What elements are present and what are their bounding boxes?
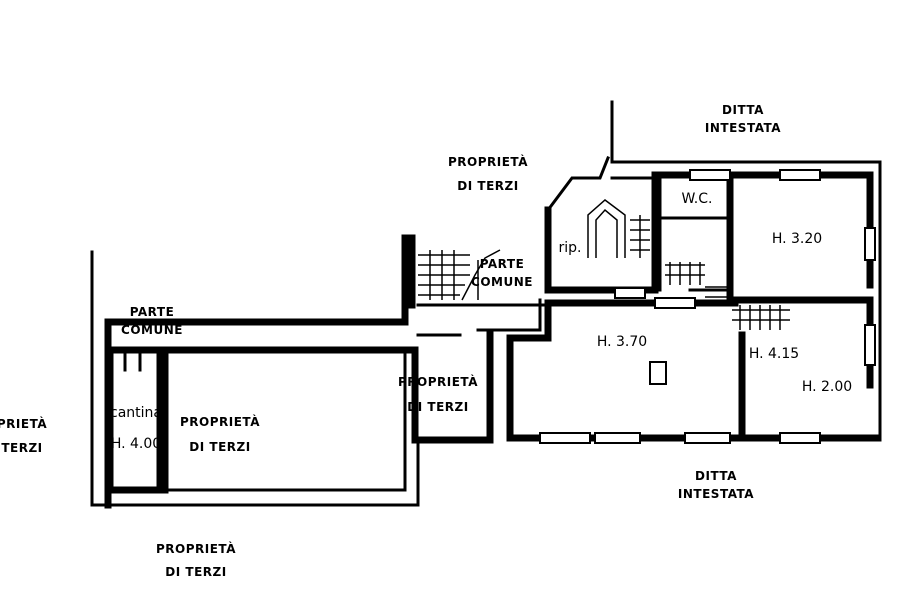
labels: DITTA INTESTATA PROPRIETÀ DI TERZI PARTE… <box>0 103 852 579</box>
label-h415: H. 4.15 <box>749 346 799 362</box>
label-di-terzi-bottom: DI TERZI <box>165 565 226 579</box>
label-proprieta-top: PROPRIETÀ <box>448 154 528 169</box>
label-wc: W.C. <box>682 191 713 207</box>
windows <box>539 169 876 444</box>
central-walls <box>401 234 547 444</box>
label-ditta-top: DITTA <box>722 103 764 117</box>
label-terzi-edge: TERZI <box>1 441 42 455</box>
label-proprieta-center: PROPRIETÀ <box>398 374 478 389</box>
stair-wc <box>630 215 650 258</box>
label-di-terzi-top: DI TERZI <box>457 179 518 193</box>
label-comune-stair: COMUNE <box>471 275 533 289</box>
label-di-terzi-left-room: DI TERZI <box>189 440 250 454</box>
stair-h415 <box>732 305 790 330</box>
stair-rip <box>587 199 626 258</box>
label-rip: rip. <box>559 240 582 256</box>
stair-common <box>418 249 501 301</box>
label-h400: H. 4.00 <box>111 436 161 452</box>
label-proprieta-left-room: PROPRIETÀ <box>180 414 260 429</box>
label-proprieta-edge: PRIETÀ <box>0 416 47 431</box>
label-h370: H. 3.70 <box>597 334 647 350</box>
left-wing-walls <box>90 250 420 509</box>
label-parte-left: PARTE <box>130 305 175 319</box>
label-h320: H. 3.20 <box>772 231 822 247</box>
label-intestata-top: INTESTATA <box>705 121 781 135</box>
label-intestata-bottom: INTESTATA <box>678 487 754 501</box>
label-proprieta-bottom: PROPRIETÀ <box>156 541 236 556</box>
label-comune-left: COMUNE <box>121 323 183 337</box>
label-ditta-bottom: DITTA <box>695 469 737 483</box>
label-parte-stair: PARTE <box>480 257 525 271</box>
label-h200: H. 2.00 <box>802 379 852 395</box>
label-cantina: cantina <box>110 405 162 421</box>
label-di-terzi-center: DI TERZI <box>407 400 468 414</box>
pillar <box>649 361 667 385</box>
stair-central <box>665 262 730 298</box>
